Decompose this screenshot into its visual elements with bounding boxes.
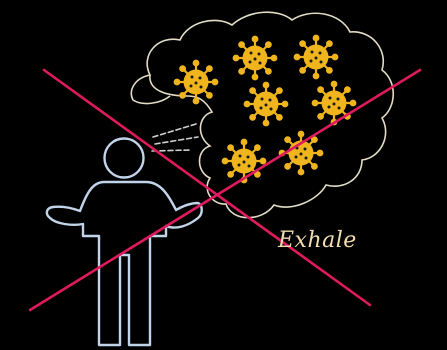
breath-lines-icon	[152, 124, 198, 151]
coronavirus-icon	[313, 82, 356, 125]
coronavirus-icon	[175, 61, 218, 104]
prohibition-cross-icon	[30, 70, 420, 310]
coronavirus-icon	[295, 36, 338, 79]
exhale-caption: Exhale	[278, 228, 357, 253]
person-outline-icon	[47, 139, 202, 346]
coronavirus-icon	[245, 83, 288, 126]
coronavirus-icon	[223, 140, 266, 183]
coronavirus-icon	[234, 37, 277, 80]
